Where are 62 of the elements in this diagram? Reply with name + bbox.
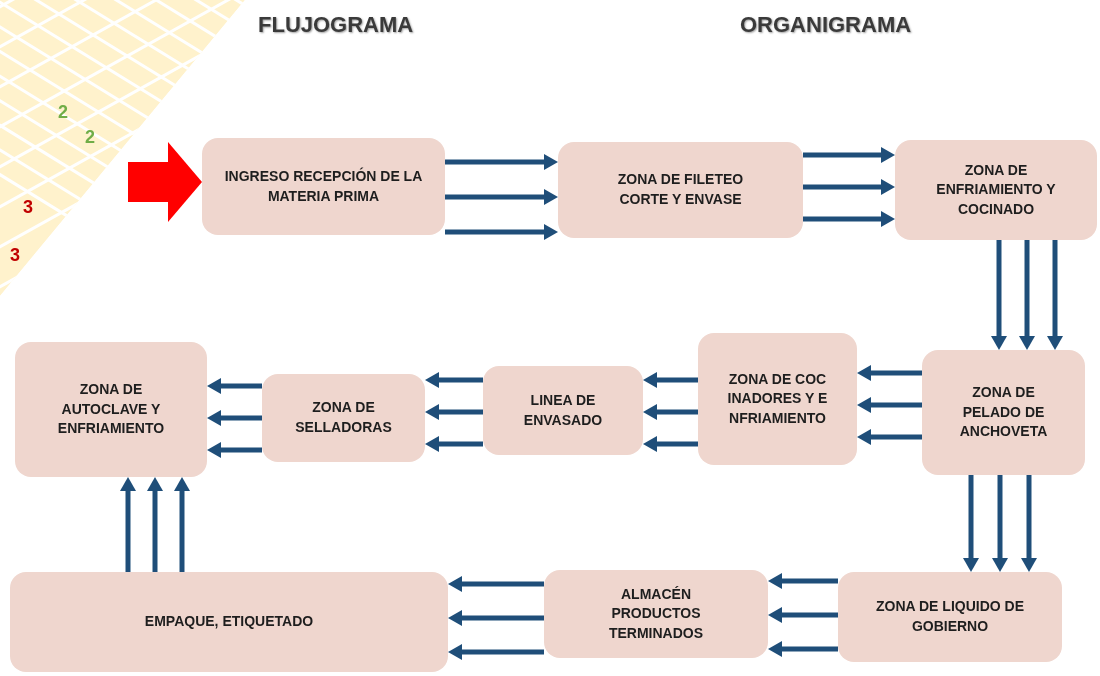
box-label: ZONA DE SELLADORAS xyxy=(294,398,393,437)
arrow xyxy=(445,154,558,170)
arrow xyxy=(425,436,483,452)
arrow xyxy=(207,410,262,426)
arrow xyxy=(207,442,262,458)
arrow xyxy=(857,365,922,381)
process-box xyxy=(558,142,803,238)
process-box xyxy=(262,374,425,462)
process-box xyxy=(483,366,643,455)
arrow xyxy=(207,378,262,394)
box-label: ZONA DE FILETEO CORTE Y ENVASE xyxy=(616,170,745,209)
arrow xyxy=(643,404,698,420)
arrow xyxy=(991,240,1007,350)
arrow xyxy=(803,179,895,195)
arrow xyxy=(857,429,922,445)
arrow xyxy=(803,147,895,163)
arrow xyxy=(803,211,895,227)
arrow xyxy=(120,477,136,572)
box-label: LINEA DE ENVASADO xyxy=(522,390,604,430)
box-label: ZONA DE PELADO DE ANCHOVETA xyxy=(958,383,1049,442)
box-label: ZONA DE COCINADORES Y ENFRIAMIENTO xyxy=(727,369,828,428)
grid-number: 2 xyxy=(58,102,68,123)
arrow xyxy=(448,610,544,626)
box-label: ZONA DE ENFRIAMIENTO Y COCINADO xyxy=(935,160,1057,219)
grid-number: 3 xyxy=(23,197,33,218)
arrow xyxy=(1047,240,1063,350)
process-box xyxy=(544,570,768,658)
arrow xyxy=(1019,240,1035,350)
arrow xyxy=(448,644,544,660)
arrow xyxy=(448,576,544,592)
arrow xyxy=(643,436,698,452)
arrow xyxy=(425,372,483,388)
arrow xyxy=(768,607,838,623)
arrow xyxy=(1021,475,1037,572)
box-label: EMPAQUE, ETIQUETADO xyxy=(144,612,314,632)
arrow xyxy=(992,475,1008,572)
box-label: ALMACÉN PRODUCTOS TERMINADOS xyxy=(607,584,705,643)
box-label: ZONA DE LIQUIDO DE GOBIERNO xyxy=(874,597,1025,636)
block-arrow xyxy=(128,142,202,222)
box-label: ZONA DE AUTOCLAVE Y ENFRIAMIENTO xyxy=(56,380,166,439)
box-label: INGRESO RECEPCIÓN DE LA MATERIA PRIMA xyxy=(223,166,424,206)
diagram-title: FLUJOGRAMA xyxy=(258,12,414,38)
arrow xyxy=(768,573,838,589)
arrow xyxy=(963,475,979,572)
arrow xyxy=(174,477,190,572)
arrow xyxy=(643,372,698,388)
process-box xyxy=(838,572,1062,662)
process-box xyxy=(202,138,445,235)
arrow xyxy=(857,397,922,413)
arrow xyxy=(768,641,838,657)
section-heading: ORGANIGRAMA xyxy=(740,12,912,38)
arrow xyxy=(425,404,483,420)
process-box xyxy=(698,333,857,465)
grid-number: 2 xyxy=(85,127,95,148)
process-box xyxy=(10,572,448,672)
process-box xyxy=(922,350,1085,475)
process-box xyxy=(15,342,207,477)
arrow xyxy=(445,224,558,240)
grid-number: 3 xyxy=(10,245,20,266)
arrow xyxy=(147,477,163,572)
arrow xyxy=(445,189,558,205)
process-box xyxy=(895,140,1097,240)
